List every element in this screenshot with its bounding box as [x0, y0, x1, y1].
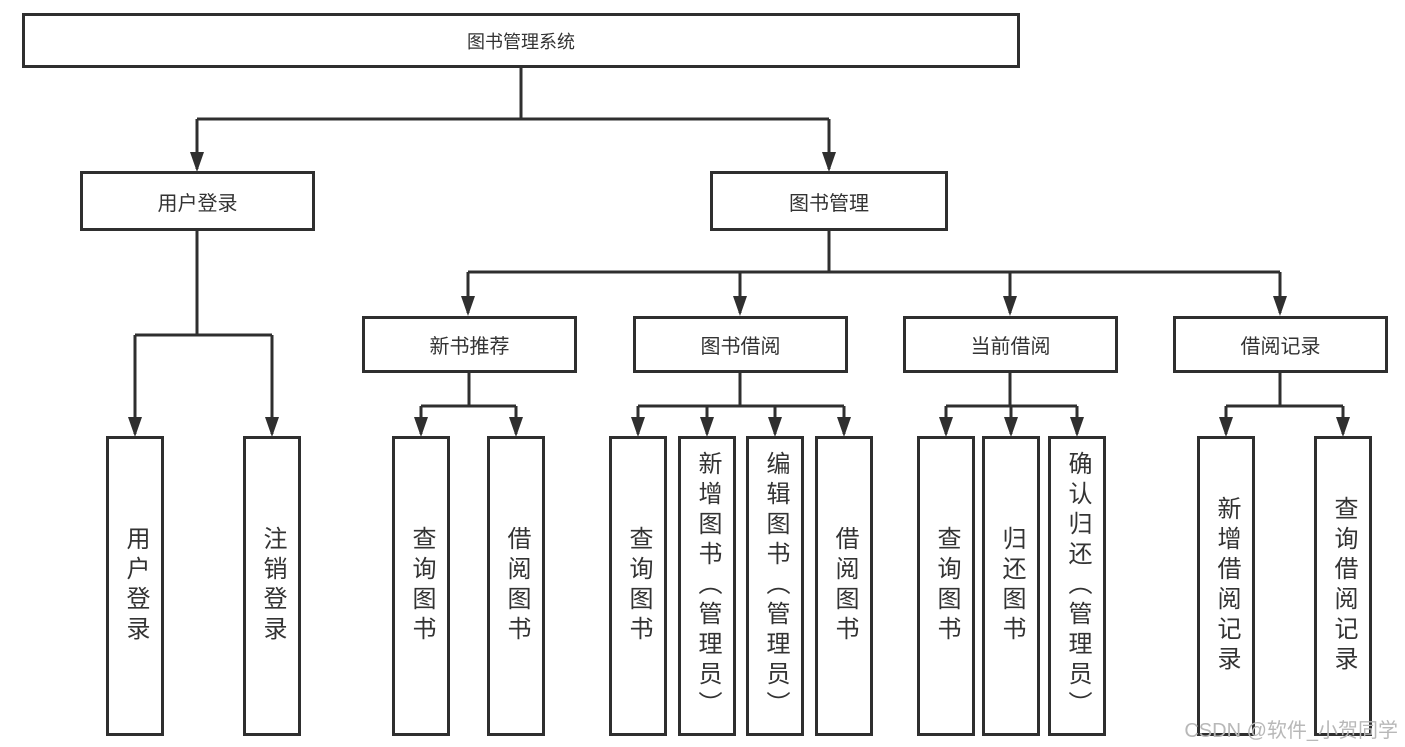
- leaf-label: 借阅图书: [831, 526, 858, 646]
- node-current-borrowing: 当前借阅: [903, 316, 1118, 373]
- leaf-label: 确认归还（管理员）: [1064, 451, 1091, 721]
- leaf-return-book: 归还图书: [982, 436, 1040, 736]
- leaf-label: 查询图书: [625, 526, 652, 646]
- node-borrowing-records: 借阅记录: [1173, 316, 1388, 373]
- connector-new-book-bus: [421, 373, 516, 408]
- leaf-add-borrow-record: 新增借阅记录: [1197, 436, 1255, 736]
- node-book-management: 图书管理: [710, 171, 948, 231]
- leaf-label: 用户登录: [122, 526, 149, 646]
- leaf-label: 新增图书（管理员）: [694, 451, 721, 721]
- leaf-label: 注销登录: [259, 526, 286, 646]
- csdn-watermark: CSDN @软件_小贺同学: [1184, 720, 1398, 742]
- leaf-label: 归还图书: [998, 526, 1025, 646]
- leaf-logout: 注销登录: [243, 436, 301, 736]
- connector-records-bus: [1226, 373, 1343, 408]
- leaf-confirm-return-admin: 确认归还（管理员）: [1048, 436, 1106, 736]
- leaf-label: 借阅图书: [503, 526, 530, 646]
- leaf-query-borrow-record: 查询借阅记录: [1314, 436, 1372, 736]
- leaf-query-books-recommend: 查询图书: [392, 436, 450, 736]
- node-new-book-recommend: 新书推荐: [362, 316, 577, 373]
- leaf-edit-book-admin: 编辑图书（管理员）: [746, 436, 804, 736]
- leaf-borrow-book: 借阅图书: [815, 436, 873, 736]
- connector-borrow-bus: [638, 373, 844, 408]
- connector-book-mgmt-bus: [468, 231, 1280, 274]
- leaf-borrow-books-recommend: 借阅图书: [487, 436, 545, 736]
- node-library-system: 图书管理系统: [22, 13, 1020, 68]
- leaf-query-books-borrow: 查询图书: [609, 436, 667, 736]
- node-user-login: 用户登录: [80, 171, 315, 231]
- connector-user-login-bus: [135, 231, 272, 337]
- connector-root-bus: [197, 68, 829, 121]
- leaf-label: 编辑图书（管理员）: [762, 451, 789, 721]
- leaf-label: 新增借阅记录: [1213, 496, 1240, 676]
- leaf-add-book-admin: 新增图书（管理员）: [678, 436, 736, 736]
- leaf-user-login: 用户登录: [106, 436, 164, 736]
- leaf-label: 查询图书: [408, 526, 435, 646]
- leaf-query-books-current: 查询图书: [917, 436, 975, 736]
- node-book-borrowing: 图书借阅: [633, 316, 848, 373]
- leaf-label: 查询借阅记录: [1330, 496, 1357, 676]
- connector-current-bus: [946, 373, 1077, 408]
- leaf-label: 查询图书: [933, 526, 960, 646]
